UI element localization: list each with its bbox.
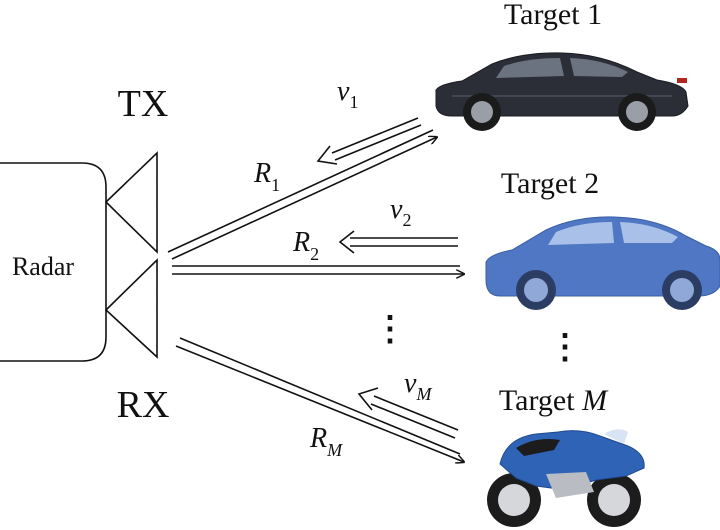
velocity-label-m: vM (404, 368, 432, 404)
velocity-arrowhead-2 (338, 230, 355, 254)
tx-antenna: TX (104, 83, 169, 254)
car-window-blue-rear (620, 222, 678, 243)
target-label-1: Target 1 (504, 0, 602, 31)
tx-horn-icon (104, 151, 158, 254)
rx-antenna: RX (104, 258, 170, 426)
range-label-2: R2 (292, 227, 319, 264)
motorcycle-windscreen (604, 429, 628, 444)
velocity-arrows (316, 117, 459, 439)
radar-label: Radar (12, 252, 74, 281)
ellipsis-right: ⋮ (548, 329, 582, 366)
target-label-2: Target 2 (501, 167, 599, 200)
car-icon-blue (485, 216, 720, 310)
velocity-arrowhead-1 (316, 145, 338, 165)
signal-paths (167, 129, 464, 462)
rx-horn-icon (104, 258, 158, 359)
rx-label: RX (117, 384, 170, 426)
velocity-arrow-1-b (334, 124, 422, 161)
motorcycle-seat (516, 439, 560, 456)
car-window-dark-rear (570, 58, 628, 77)
motorcycle-rim-rear (498, 484, 530, 516)
signal-path-1-a (167, 129, 434, 253)
car-rim-dark-rear (626, 101, 648, 123)
car-rim-blue-front (524, 278, 548, 302)
car-icon-dark (435, 52, 689, 131)
motorcycle-engine (546, 472, 594, 498)
car-rim-dark-front (471, 101, 493, 123)
ellipsis-middle: ⋮ (373, 311, 407, 348)
car-window-dark (496, 58, 564, 78)
car-window-blue (548, 222, 614, 245)
range-label-1: R1 (253, 158, 280, 195)
signal-path-m-b (175, 345, 464, 462)
radar-box (0, 162, 107, 362)
velocity-arrow-m-b (370, 403, 456, 439)
range-label-m: RM (309, 423, 343, 460)
car-taillight-dark (677, 78, 687, 83)
target-labels: Target 1 Target 2 Target M (499, 0, 609, 417)
tx-label: TX (118, 83, 169, 125)
velocity-arrow-m-a (373, 395, 459, 431)
velocity-arrowhead-m (357, 387, 379, 411)
ellipsis: ⋮ ⋮ (373, 311, 582, 366)
velocity-label-2: v2 (390, 194, 411, 230)
signal-path-1-b (171, 137, 437, 260)
target-label-m: Target M (499, 384, 609, 417)
velocity-label-1: v1 (337, 76, 358, 112)
range-labels: R1 R2 RM (253, 158, 343, 460)
motorcycle-icon (487, 429, 645, 527)
velocity-labels: v1 v2 vM (337, 76, 432, 404)
radar-unit: Radar (0, 162, 107, 362)
car-rim-blue-rear (670, 278, 694, 302)
signal-path-m-a (179, 337, 461, 455)
motorcycle-rim-front (598, 484, 630, 516)
velocity-arrow-1-a (331, 117, 419, 154)
